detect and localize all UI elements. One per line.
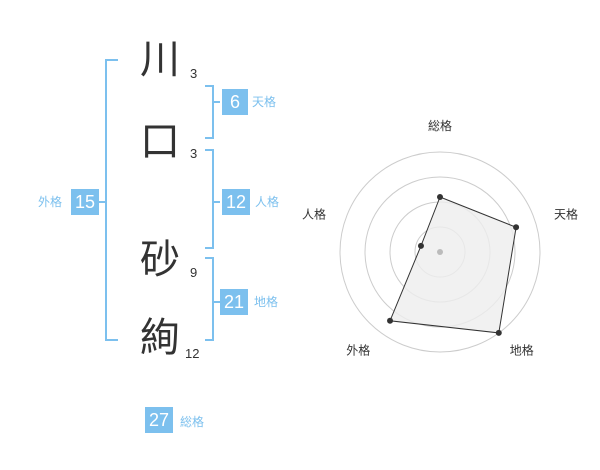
tenkaku-value-badge: 6 (222, 89, 248, 115)
radar-ring-3 (364, 176, 516, 328)
jinkaku-value-badge: 12 (222, 189, 251, 215)
radar-polygon (389, 196, 517, 334)
tenkaku-label: 天格 (252, 95, 277, 109)
tenkaku-bracket (205, 85, 214, 139)
stroke-count-3: 9 (190, 265, 198, 280)
chikaku-bracket (205, 257, 214, 341)
gaikaku-bracket (105, 59, 118, 341)
radar-points (387, 194, 520, 336)
name-char-4: 絢 (140, 315, 180, 361)
radar-axis-label-0: 総格 (428, 118, 452, 133)
chikaku-value-badge: 21 (220, 289, 249, 315)
radar-point-1 (513, 224, 520, 231)
radar-axis-label-2: 地格 (510, 343, 534, 358)
radar-ring-4 (339, 151, 541, 353)
radar-axis-label-3: 外格 (346, 343, 370, 358)
soukaku-label: 総格 (180, 415, 205, 429)
stroke-count-1: 3 (190, 66, 198, 81)
name-char-3: 砂 (140, 237, 180, 283)
radar-axis-label-4: 人格 (302, 206, 326, 221)
radar-point-4 (417, 242, 424, 249)
jinkaku-label: 人格 (255, 195, 280, 209)
stroke-count-4: 12 (185, 346, 200, 361)
gaikaku-label: 外格 (38, 195, 63, 209)
radar-center (437, 249, 443, 255)
chikaku-label: 地格 (254, 295, 279, 309)
name-char-2: 口 (140, 119, 180, 165)
gaikaku-value-badge: 15 (71, 189, 100, 215)
stroke-count-2: 3 (190, 146, 198, 161)
radar-axis-label-1: 天格 (554, 206, 578, 221)
radar-point-2 (495, 329, 502, 336)
radar-point-3 (387, 317, 394, 324)
jinkaku-bracket (205, 149, 214, 249)
radar-point-0 (437, 194, 443, 200)
soukaku-value-badge: 27 (145, 407, 174, 433)
name-char-1: 川 (140, 37, 180, 83)
